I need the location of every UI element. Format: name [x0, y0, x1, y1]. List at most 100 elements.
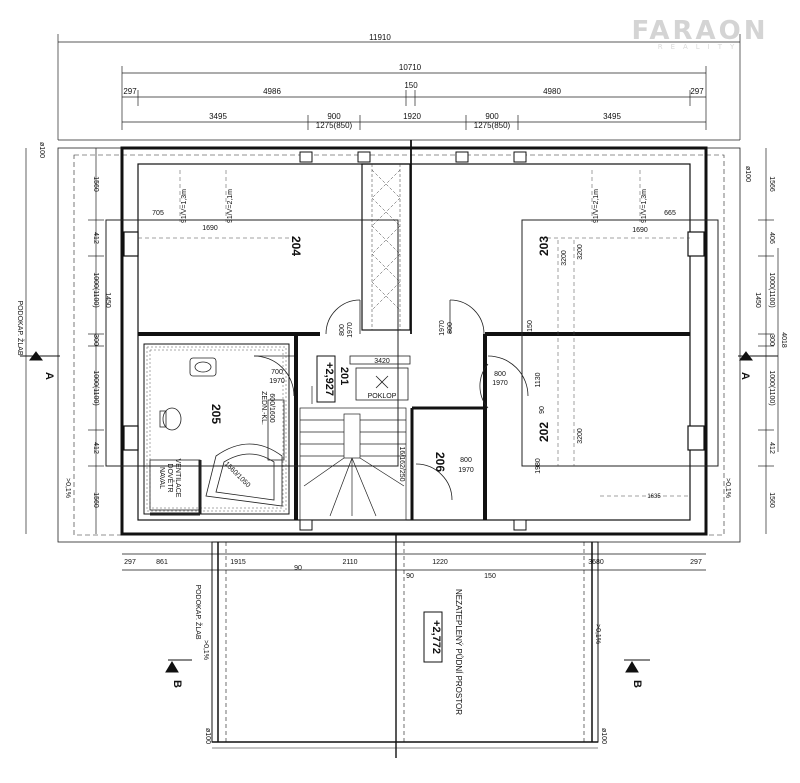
dim-1690-left: 1690 — [202, 225, 218, 232]
wardrobe-hatch — [371, 164, 401, 330]
dim-4980: 4980 — [543, 87, 561, 96]
door-206-w: 800 — [460, 457, 472, 464]
left-1000-top: 1000(1100) — [92, 272, 99, 307]
dim-705: 705 — [152, 210, 164, 217]
left-1560-bot: 1560 — [92, 492, 99, 508]
bottom-1915: 1915 — [230, 559, 246, 566]
left-412-bot: 412 — [92, 442, 99, 454]
label-vent: VENTILACE — [174, 459, 181, 498]
dim-3200-c: 3200 — [577, 428, 584, 444]
section-b-left: B — [171, 680, 183, 688]
interior-dims: 705 665 1690 1690 3200 3200 3200 1635 80… — [152, 210, 676, 500]
left-300: 300 — [92, 334, 99, 346]
dim-overall-total: 11910 — [369, 33, 391, 42]
room-labels: 204 203 201 205 202 206 — [209, 236, 551, 473]
dim-150: 150 — [404, 81, 418, 90]
bottom-3680: 3680 — [588, 559, 604, 566]
room-205: 205 — [209, 404, 223, 424]
bottom-2110: 2110 — [342, 559, 357, 566]
left-1000-bot: 1000(1100) — [92, 370, 99, 405]
left-1560-top: 1560 — [92, 176, 99, 192]
bathroom-tiles — [146, 346, 287, 512]
sill-left-2: 91/V=2,1m — [227, 189, 234, 223]
right-dim-text: 1566 406 1000(1100) 1450 4018 300 1000(1… — [204, 166, 787, 744]
label-gutter-bottom: PODOKAP. ŽLAB — [194, 584, 203, 639]
slope-bottom-right: >0,1% — [594, 624, 601, 644]
dim-1130: 1130 — [535, 372, 542, 387]
door-202-h: 1970 — [492, 380, 508, 387]
dim-1690-right: 1690 — [632, 227, 648, 234]
right-406: 406 — [768, 232, 775, 244]
dim-150-int: 150 — [527, 320, 534, 332]
slope-bottom-left: >0,1% — [202, 640, 209, 660]
label-heater-size: 600/1600 — [268, 393, 275, 422]
right-412: 412 — [768, 442, 775, 454]
label-tub-size: 1560/1050 — [223, 461, 251, 489]
right-4018: 4018 — [780, 332, 787, 348]
top-dim-text: 11910 10710 297 4986 150 4980 297 3495 9… — [123, 33, 704, 130]
door-206-h: 1970 — [458, 467, 474, 474]
section-b-right: B — [631, 680, 643, 688]
dim-3495-left: 3495 — [209, 112, 227, 121]
slope-right: >0,1% — [724, 478, 731, 498]
section-markers — [20, 351, 778, 673]
dim-90-int: 90 — [539, 406, 546, 414]
dim-1275-right: 1275(850) — [474, 121, 511, 130]
attic-hatch — [349, 355, 411, 401]
dim-4986: 4986 — [263, 87, 281, 96]
slope-lines — [138, 170, 690, 497]
section-a-left: A — [43, 372, 55, 380]
door-bath-h: 1970 — [269, 378, 285, 385]
dim-297-right: 297 — [690, 87, 704, 96]
pillars — [123, 231, 705, 451]
bottom-90-b: 90 — [406, 573, 414, 580]
left-1450: 1450 — [104, 292, 111, 308]
dim-665: 665 — [664, 210, 676, 217]
right-1450: 1450 — [754, 292, 761, 308]
door-c-h: 1970 — [439, 320, 446, 336]
slope-left: >0,1% — [64, 478, 71, 498]
walls — [120, 140, 708, 536]
right-1000-top: 1000(1100) — [768, 272, 775, 307]
room-201: 201 — [338, 367, 350, 385]
room-206: 206 — [433, 452, 447, 472]
sill-right-2: 91/V=1,3m — [641, 189, 648, 223]
right-300: 300 — [768, 334, 775, 346]
logo-text: FARAON — [632, 16, 769, 46]
dim-1635: 1635 — [647, 494, 661, 500]
right-1000-bot: 1000(1100) — [768, 370, 775, 405]
sill-right-1: 91/V=2,1m — [593, 189, 600, 223]
bottom-90-a: 90 — [294, 565, 302, 572]
bottom-297-right: 297 — [690, 559, 702, 566]
label-gutter-left: PODOKAP. ŽLAB — [16, 300, 25, 355]
label-heater: ZEDN.-KL. — [260, 391, 267, 425]
dim-3495-right: 3495 — [603, 112, 621, 121]
dormer-lines — [105, 219, 719, 467]
attic-area — [122, 534, 706, 758]
door-bath-w: 700 — [271, 369, 283, 376]
dim-900-right: 900 — [485, 112, 499, 121]
logo-subtext: REALITY — [658, 43, 743, 51]
bottom-297-left: 297 — [124, 559, 136, 566]
level-main: +2,927 — [323, 362, 335, 396]
side-dimensions — [25, 148, 779, 534]
label-vent2: NAVAL — [158, 467, 165, 489]
dim-297-left: 297 — [123, 87, 137, 96]
label-hatch-size: 3420 — [374, 358, 390, 365]
attic-name: NEZATEPLENÝ PŮDNÍ PROSTOR — [454, 589, 463, 715]
bottom-dim-text: 297 861 1915 90 2110 90 1220 150 3680 29… — [124, 559, 702, 580]
left-dim-text: 1560 412 1000(1100) 1450 300 1000(1100) … — [38, 142, 111, 508]
faraon-logo: FARAON REALITY — [632, 16, 769, 51]
phi-bottom-right: ø100 — [600, 728, 607, 744]
left-412-top: 412 — [92, 232, 99, 244]
dim-1920: 1920 — [403, 112, 421, 121]
top-windows — [299, 151, 527, 531]
right-1566: 1566 — [768, 176, 775, 192]
door-c-w: 800 — [447, 322, 454, 334]
label-stair: 16/162/250 — [398, 446, 405, 481]
door-202-w: 800 — [494, 371, 506, 378]
dim-3200-a: 3200 — [561, 250, 568, 266]
right-1560: 1560 — [768, 492, 775, 508]
door-l-h: 1970 — [347, 322, 354, 338]
